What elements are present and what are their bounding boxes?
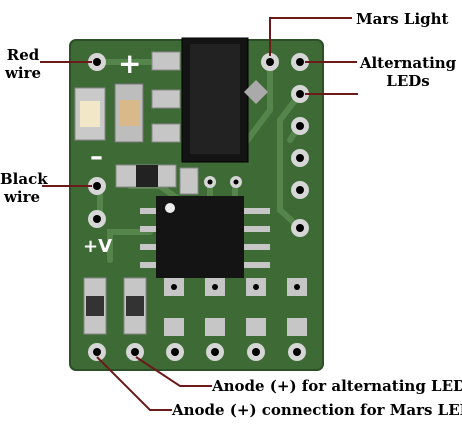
pad-mars-light <box>261 53 279 71</box>
label-black-wire: Black wire <box>0 170 48 206</box>
label-anode-alternating: Anode (+) for alternating LEDs <box>212 377 462 395</box>
pad-right-4 <box>291 149 309 167</box>
pad-plus-v <box>88 210 106 228</box>
pad-right-3 <box>291 117 309 135</box>
label-red-wire-line1: Red <box>6 46 40 64</box>
via-1 <box>204 176 216 188</box>
label-alternating-leds-line1: Alternating <box>359 54 457 72</box>
through-hole-pads <box>88 53 309 361</box>
pad-anode-alt <box>126 343 144 361</box>
label-red-wire: Red wire <box>4 46 42 82</box>
pad-red-wire <box>88 53 106 71</box>
label-alternating-leds-line2: LEDs <box>386 72 430 90</box>
label-red-wire-line2: wire <box>4 64 42 82</box>
pad-right-6 <box>291 219 309 237</box>
ic-chip <box>140 196 270 278</box>
label-anode-mars: Anode (+) connection for Mars LED <box>172 401 462 419</box>
smd-components-top <box>74 37 268 195</box>
pad-right-1 <box>291 53 309 71</box>
via-2 <box>230 176 242 188</box>
pad-black-wire <box>88 177 106 195</box>
pad-bottom-4 <box>206 343 224 361</box>
pad-bottom-5 <box>247 343 265 361</box>
label-black-wire-line2: wire <box>3 188 41 206</box>
pad-bottom-6 <box>288 343 306 361</box>
smd-pads-bottom <box>83 277 307 336</box>
silk-plus: + <box>118 47 141 80</box>
pad-bottom-3 <box>166 343 184 361</box>
label-black-wire-line1: Black <box>0 170 48 188</box>
pad-right-5 <box>291 181 309 199</box>
label-alternating-leds: Alternating LEDs <box>358 54 458 90</box>
pad-right-2 <box>291 85 309 103</box>
callout-lines <box>40 17 358 411</box>
silk-minus: – <box>90 142 103 172</box>
silk-plus-v: +V <box>83 236 112 257</box>
label-mars-light: Mars Light <box>356 10 449 28</box>
pad-anode-mars <box>88 343 106 361</box>
